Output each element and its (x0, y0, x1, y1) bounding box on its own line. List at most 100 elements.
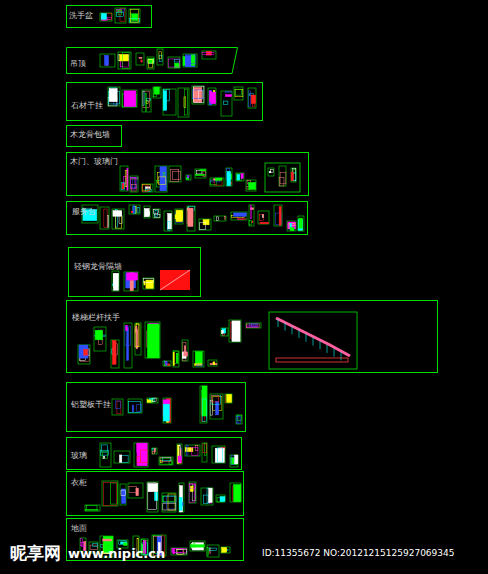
cad-detail (124, 91, 136, 107)
panel-title: 洗手盆 (69, 11, 93, 21)
cad-detail (144, 278, 154, 282)
cad-detail (165, 362, 166, 366)
thumb-frame (201, 488, 213, 505)
cad-detail (84, 349, 88, 355)
panel-border (67, 48, 238, 74)
cad-detail (176, 550, 186, 554)
section-line (160, 270, 190, 290)
cad-detail (210, 548, 217, 551)
cad-detail (122, 53, 129, 69)
thumb-frame (208, 88, 216, 105)
cad-detail (178, 456, 181, 462)
cad-detail (188, 208, 193, 226)
cad-detail (121, 490, 126, 495)
thumb-frame (175, 209, 183, 224)
cad-detail (222, 547, 227, 552)
thumb-frame (144, 206, 150, 218)
cad-detail (186, 55, 196, 64)
cad-detail (146, 280, 153, 288)
thumb-frame (248, 88, 256, 108)
category-panel: 楼梯栏杆扶手 (66, 300, 438, 373)
category-panel: 服务台 (66, 201, 308, 235)
category-panel: 洗手盆 (66, 5, 152, 28)
thumb-frame (147, 57, 154, 69)
cad-detail (211, 395, 220, 404)
cad-detail (168, 222, 170, 231)
sub-frame (269, 312, 357, 369)
cad-detail (227, 171, 231, 185)
cad-detail (231, 455, 235, 464)
cad-detail (290, 227, 294, 230)
thumb-frame (298, 216, 304, 231)
thumb-frame (287, 221, 296, 231)
panel-title: 铝塑板干挂 (71, 400, 111, 410)
cad-detail (136, 326, 137, 332)
panel-title: 木门、玻璃门 (70, 157, 118, 167)
thumb-frame (171, 548, 187, 555)
baluster (341, 352, 342, 360)
cad-detail (235, 89, 243, 96)
thumb-frame (183, 54, 197, 67)
cad-detail (132, 405, 133, 412)
thumb-frame (193, 351, 204, 367)
cad-detail (101, 14, 105, 20)
cad-detail (280, 172, 286, 184)
cad-detail (168, 494, 175, 510)
cad-detail (145, 212, 149, 216)
thumb-frame (152, 448, 157, 454)
cad-detail (154, 87, 159, 94)
thumb-frame (168, 57, 180, 68)
thumb-frame (291, 168, 296, 182)
cad-detail (86, 505, 97, 509)
cad-detail (211, 92, 216, 103)
thumb-frame (159, 457, 173, 465)
watermark: 昵享网 (10, 542, 61, 565)
cad-detail (184, 346, 185, 352)
thumb-frame (153, 209, 160, 218)
cad-detail (166, 496, 176, 509)
cad-detail (139, 57, 142, 58)
cad-detail (124, 543, 127, 546)
cad-detail (176, 210, 182, 222)
cad-detail (131, 184, 136, 191)
cad-detail (168, 213, 172, 229)
thumb-frame (94, 327, 106, 351)
cad-detail (215, 448, 224, 462)
thumb-frame (100, 443, 111, 467)
cad-detail (127, 328, 129, 361)
cad-detail (131, 13, 138, 22)
panel-title: 石材干挂 (71, 101, 103, 111)
cad-detail (141, 60, 143, 62)
cad-detail (119, 455, 121, 462)
panel-title: 玻璃 (71, 451, 87, 461)
thumb-frame (199, 219, 211, 230)
cad-detail (149, 60, 153, 68)
cad-detail (204, 495, 209, 504)
cad-detail (237, 174, 240, 179)
thumb-frame (130, 176, 138, 192)
cad-detail (133, 206, 136, 213)
thumb-frame (186, 175, 191, 180)
section-fill (160, 270, 190, 290)
thumb-frame (100, 54, 115, 67)
cad-detail (221, 330, 223, 333)
cad-detail (184, 89, 187, 115)
thumb-frame (221, 328, 228, 336)
thumb-frame (78, 345, 90, 364)
cad-detail (159, 52, 162, 59)
cad-detail (180, 486, 183, 512)
cad-detail (232, 321, 240, 342)
thumb-frame (153, 87, 161, 98)
thumb-frame (185, 445, 200, 456)
thumb-frame (128, 399, 142, 413)
cad-detail (194, 86, 204, 102)
thumb-frame (163, 398, 171, 423)
cad-detail (125, 326, 131, 345)
cad-detail (225, 95, 231, 97)
cad-detail (172, 549, 187, 553)
cad-detail (109, 89, 117, 102)
cad-detail (203, 220, 209, 225)
thumb-frame (202, 443, 207, 462)
cad-detail (142, 185, 150, 190)
